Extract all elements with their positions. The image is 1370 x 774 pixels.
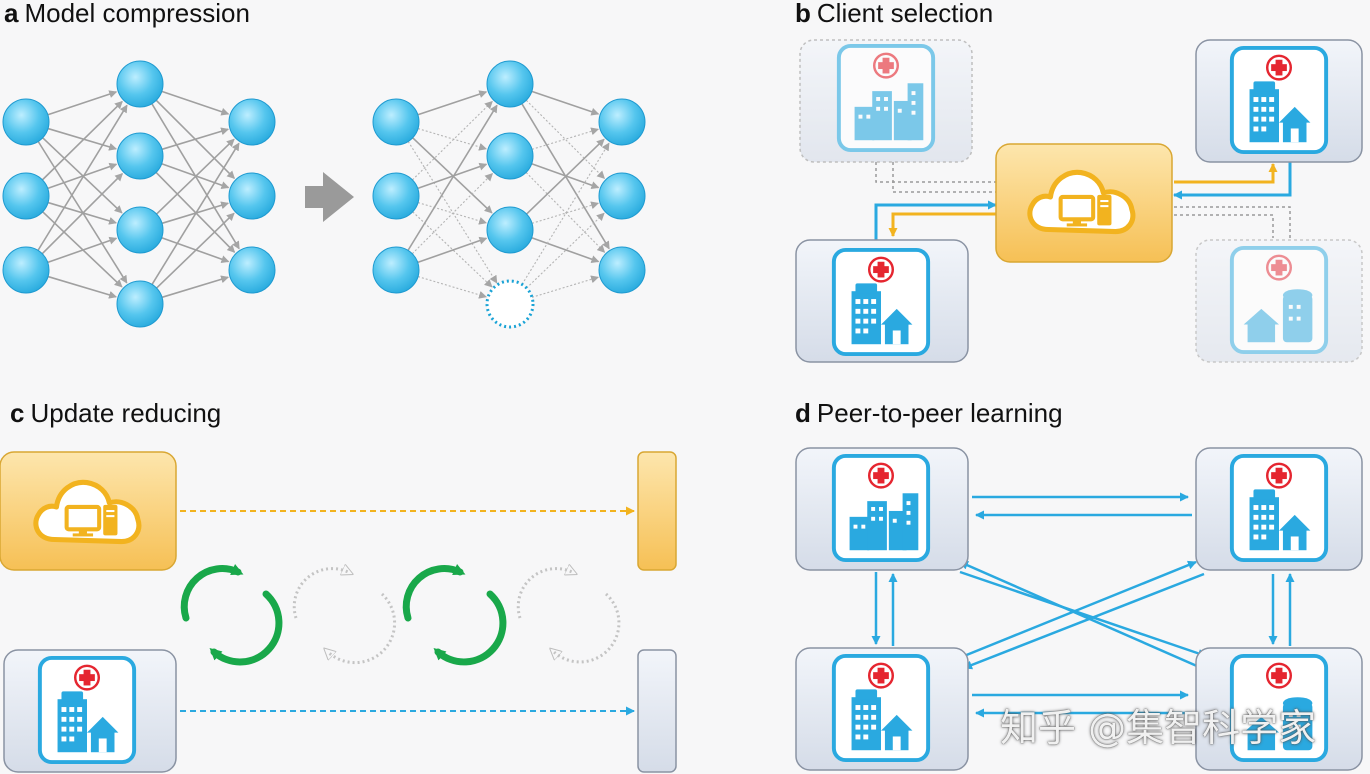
network-node bbox=[372, 246, 420, 294]
panel-d-diagram bbox=[795, 447, 1363, 771]
network-edge bbox=[412, 100, 493, 181]
network-node bbox=[486, 206, 534, 254]
hospital-icon bbox=[831, 654, 931, 762]
network-node bbox=[2, 172, 50, 220]
panel-a-label: Model compression bbox=[24, 0, 250, 28]
hospital-icon bbox=[1229, 46, 1329, 154]
network-edge bbox=[37, 104, 128, 251]
network-edge bbox=[531, 201, 600, 224]
network-node bbox=[116, 206, 164, 254]
watermark: 知乎 @集智科学家 bbox=[1000, 706, 1317, 750]
hospital-icon bbox=[836, 44, 936, 152]
network-edge bbox=[47, 201, 118, 225]
panel-c-label: Update reducing bbox=[30, 398, 222, 428]
network-edge bbox=[161, 127, 230, 151]
network-edge bbox=[417, 236, 488, 264]
network-edge bbox=[161, 162, 230, 190]
hospital-icon bbox=[1229, 454, 1329, 562]
network-node bbox=[228, 246, 276, 294]
panel-b-label: Client selection bbox=[816, 0, 994, 28]
network-edge bbox=[155, 171, 236, 253]
panel-c-diagram bbox=[0, 451, 677, 773]
network-node bbox=[598, 98, 646, 146]
network-edge bbox=[407, 104, 498, 251]
arrow-right-icon bbox=[305, 172, 354, 222]
network-edge bbox=[42, 211, 123, 288]
network-edge bbox=[417, 276, 488, 299]
network-edge bbox=[526, 212, 605, 289]
pruned-node bbox=[485, 279, 535, 329]
network-edge bbox=[47, 90, 118, 116]
network-edge bbox=[47, 162, 118, 190]
network-edge bbox=[412, 137, 493, 214]
network-node bbox=[116, 132, 164, 180]
network-node bbox=[486, 132, 534, 180]
network-edge bbox=[41, 100, 123, 181]
network-edge bbox=[42, 137, 123, 214]
network-edge bbox=[531, 162, 600, 190]
network-edge bbox=[526, 138, 605, 215]
network-edge bbox=[531, 236, 600, 264]
network-node bbox=[116, 280, 164, 328]
panel-a-diagram bbox=[2, 60, 646, 329]
cycle-arrows-icon bbox=[180, 564, 283, 666]
network-edge bbox=[156, 138, 235, 215]
network-edge bbox=[417, 162, 488, 190]
hospital-icon bbox=[831, 248, 931, 356]
network-edge bbox=[161, 90, 230, 116]
network-node bbox=[2, 246, 50, 294]
panel-b-letter: b bbox=[795, 0, 811, 28]
network-edge bbox=[411, 172, 494, 255]
network-edge bbox=[531, 275, 600, 298]
network-node bbox=[228, 172, 276, 220]
network-edge bbox=[531, 90, 600, 116]
network-edge bbox=[47, 127, 118, 151]
network-node bbox=[116, 60, 164, 108]
panel-d-letter: d bbox=[795, 398, 811, 428]
network-edge bbox=[156, 212, 235, 289]
network-node bbox=[228, 98, 276, 146]
cycle-arrows-icon bbox=[292, 569, 397, 665]
cycle-arrows-icon bbox=[402, 564, 507, 666]
network-edge bbox=[417, 202, 488, 225]
hospital-icon bbox=[1229, 246, 1329, 354]
panel-c-letter: c bbox=[10, 398, 25, 428]
hospital-icon bbox=[831, 454, 931, 562]
network-edge bbox=[161, 236, 230, 264]
network-node bbox=[598, 246, 646, 294]
network-node bbox=[372, 98, 420, 146]
network-node bbox=[598, 172, 646, 220]
network-node bbox=[372, 172, 420, 220]
cycle-arrows-icon bbox=[516, 569, 621, 664]
network-edge bbox=[151, 142, 240, 285]
panel-d-label: Peer-to-peer learning bbox=[816, 398, 1063, 428]
network-edge bbox=[47, 275, 118, 299]
network-edge bbox=[41, 172, 124, 255]
network-edge bbox=[525, 172, 606, 253]
network-edge bbox=[531, 127, 600, 150]
network-edge bbox=[417, 90, 488, 116]
network-edge bbox=[47, 236, 118, 264]
panel-a-letter: a bbox=[4, 0, 19, 28]
hospital-icon bbox=[37, 656, 137, 764]
network-node bbox=[486, 60, 534, 108]
panel-b-diagram bbox=[795, 39, 1363, 363]
network-edge bbox=[161, 275, 230, 299]
network-node bbox=[2, 98, 50, 146]
